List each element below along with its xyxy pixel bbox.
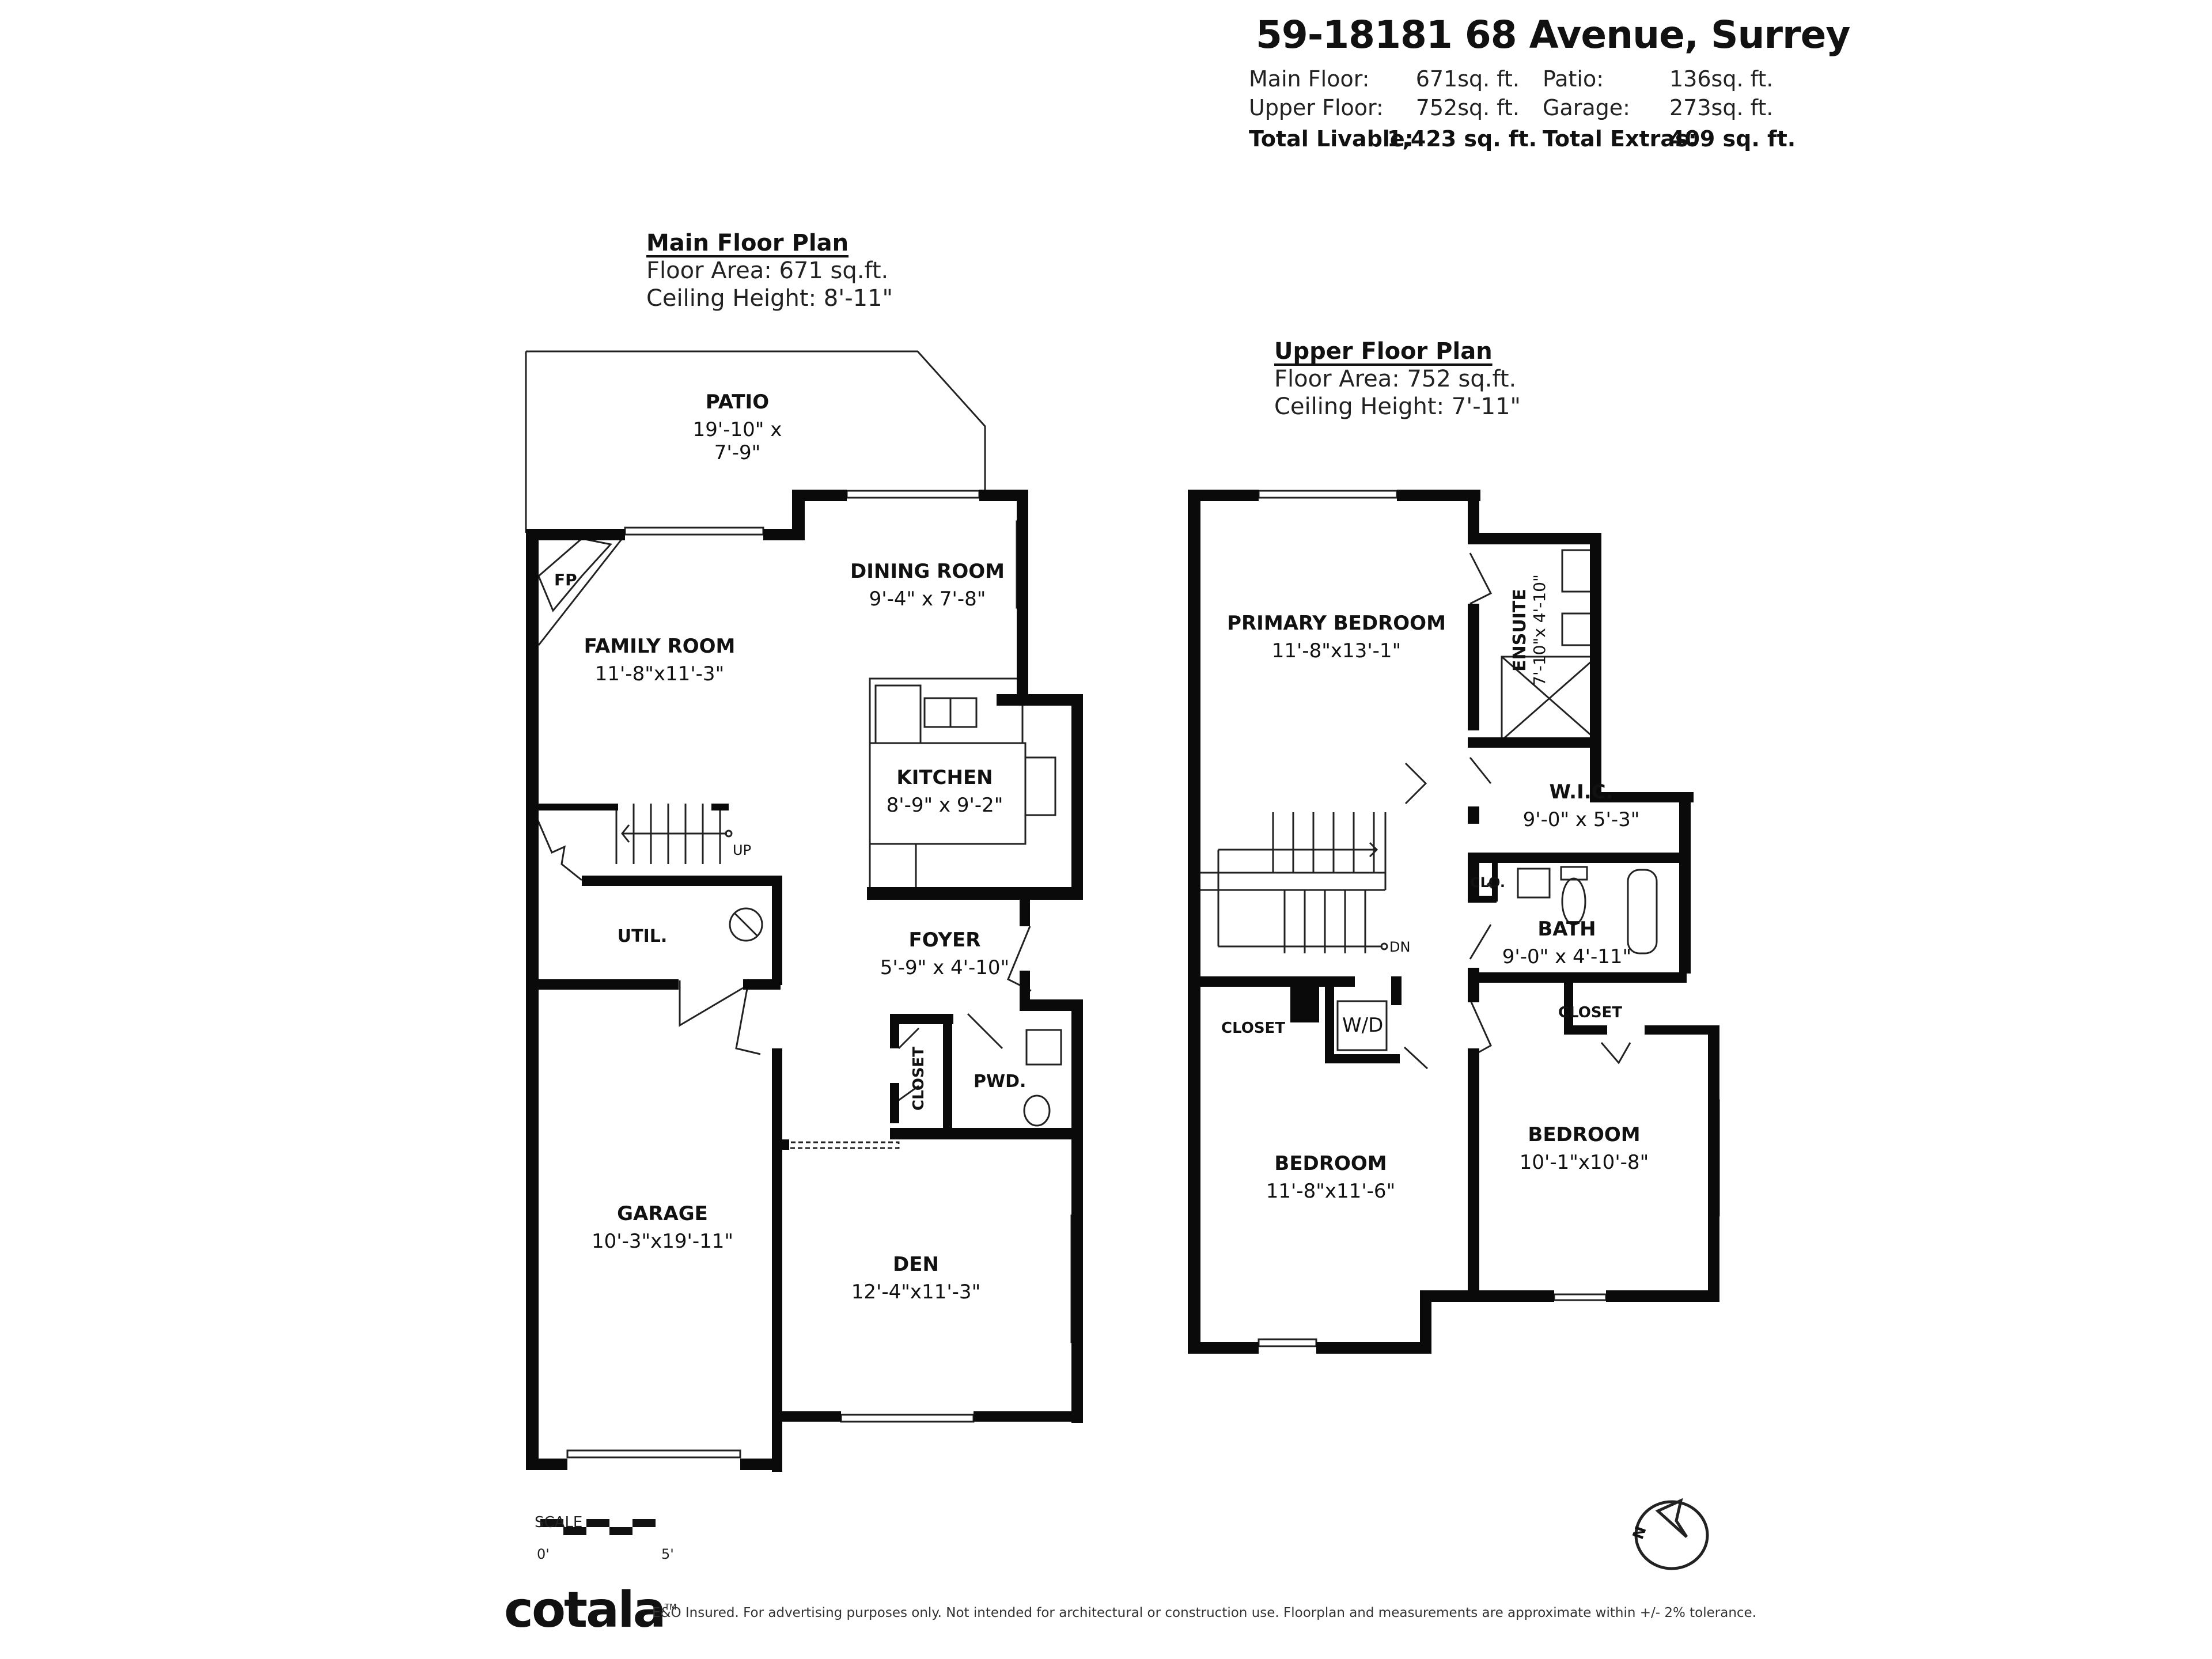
room-den: DEN 12'-4"x11'-3"	[841, 1253, 991, 1304]
upper-floor-label: Upper Floor:	[1249, 95, 1384, 120]
upper-floor-heading-block: Upper Floor Plan Floor Area: 752 sq.ft. …	[1274, 338, 1521, 421]
room-name: CLOSET	[910, 1046, 927, 1111]
main-floor-area: Floor Area: 671 sq.ft.	[646, 257, 889, 284]
garage-door	[566, 1449, 741, 1459]
room-bedroom-2: BEDROOM 10'-1"x10'-8"	[1503, 1123, 1665, 1174]
main-floor-value: 671sq. ft.	[1415, 66, 1520, 92]
room-clo: CLO.	[1470, 874, 1506, 891]
main-floor-heading-block: Main Floor Plan Floor Area: 671 sq.ft. C…	[646, 229, 893, 312]
scale-label: SCALE	[535, 1514, 583, 1531]
room-closet-left: CLOSET	[1221, 1020, 1286, 1037]
room-util: UTIL.	[608, 926, 677, 946]
total-livable-label: Total Livable:	[1249, 126, 1414, 151]
closet-bifold	[1600, 1042, 1631, 1065]
upper-floor-heading: Upper Floor Plan	[1274, 338, 1493, 365]
fireplace-label: FP	[554, 570, 577, 589]
main-stairs	[536, 804, 733, 881]
room-kitchen: KITCHEN 8'-9" x 9'-2"	[876, 766, 1014, 817]
brand-logo: cotalaTM	[504, 1581, 676, 1639]
room-dims: 19'-10" x 7'-9"	[692, 418, 782, 464]
room-dims: 10'-1"x10'-8"	[1519, 1151, 1649, 1174]
fireplace	[537, 537, 612, 612]
scale-max: 5'	[661, 1546, 674, 1562]
room-dims: 9'-4" x 7'-8"	[869, 588, 986, 611]
room-name: PWD.	[974, 1071, 1027, 1092]
room-name: FOYER	[908, 929, 981, 952]
trademark: TM	[664, 1603, 677, 1612]
patio-label: Patio:	[1543, 66, 1604, 92]
room-dims: 11'-8"x13'-1"	[1271, 639, 1402, 662]
room-primary-bedroom: PRIMARY BEDROOM 11'-8"x13'-1"	[1227, 612, 1446, 662]
room-pwd: PWD.	[974, 1071, 1027, 1092]
room-name: DINING ROOM	[850, 560, 1005, 583]
compass-icon	[1634, 1498, 1709, 1570]
brand-name: cotala	[504, 1581, 666, 1639]
room-dims: 10'-3"x19'-11"	[591, 1230, 734, 1253]
upper-floor-ceiling: Ceiling Height: 7'-11"	[1274, 393, 1521, 420]
room-foyer: FOYER 5'-9" x 4'-10"	[878, 929, 1011, 979]
room-name: PATIO	[705, 391, 770, 414]
property-address: 59-18181 68 Avenue, Surrey	[1256, 13, 1850, 57]
stairs-down-label: DN	[1389, 939, 1411, 955]
room-bath: BATH 9'-0" x 4'-11"	[1492, 918, 1642, 968]
primary-window	[1257, 490, 1398, 499]
room-dims: 8'-9" x 9'-2"	[886, 794, 1003, 817]
scale-bar	[540, 1519, 656, 1535]
main-floor-walls	[526, 490, 1083, 1472]
cooktop	[1024, 756, 1056, 816]
room-closet: CLOSET	[910, 1047, 927, 1111]
stairs-up-label: UP	[733, 842, 752, 858]
upper-floor-value: 752sq. ft.	[1415, 95, 1520, 120]
room-name: PRIMARY BEDROOM	[1227, 612, 1446, 635]
room-dining: DINING ROOM 9'-4" x 7'-8"	[841, 560, 1014, 611]
main-floor-ceiling: Ceiling Height: 8'-11"	[646, 285, 893, 312]
room-dims: 11'-8"x11'-3"	[594, 662, 725, 685]
room-name: BEDROOM	[1274, 1152, 1387, 1175]
bedroom2-bottom-window	[1553, 1293, 1607, 1301]
room-name: GARAGE	[617, 1202, 708, 1225]
room-name: W.I.C.	[1549, 781, 1613, 804]
room-dims: 11'-8"x11'-6"	[1266, 1180, 1396, 1203]
main-floor-label: Main Floor:	[1249, 66, 1370, 92]
room-closet-right: CLOSET	[1558, 1004, 1623, 1021]
room-patio: PATIO 19'-10" x 7'-9"	[680, 391, 795, 464]
room-bedroom-1: BEDROOM 11'-8"x11'-6"	[1244, 1152, 1417, 1203]
upper-floor-area: Floor Area: 752 sq.ft.	[1274, 366, 1517, 392]
dining-window	[846, 490, 980, 499]
room-name: ENSUITE	[1510, 589, 1530, 672]
room-wic: W.I.C. 9'-0" x 5'-3"	[1509, 781, 1653, 831]
washer-dryer	[1336, 1000, 1388, 1051]
water-heater-icon	[729, 907, 763, 942]
patio-slider	[624, 527, 764, 536]
scale-min: 0'	[537, 1546, 550, 1562]
main-floor-heading: Main Floor Plan	[646, 230, 849, 256]
room-name: UTIL.	[617, 926, 668, 946]
room-name: BATH	[1537, 918, 1596, 941]
room-garage: GARAGE 10'-3"x19'-11"	[582, 1202, 743, 1253]
upper-floor-walls	[1188, 490, 1719, 1354]
patio-outline	[526, 350, 986, 497]
bedroom1-window	[1257, 1338, 1317, 1347]
total-livable-value: 1,423 sq. ft.	[1387, 126, 1537, 151]
room-ensuite: ENSUITE 7'-10"x 4'-10"	[1510, 573, 1549, 688]
room-wd: W/D	[1342, 1014, 1384, 1037]
room-name: FAMILY ROOM	[584, 635, 736, 658]
room-dims: 9'-0" x 4'-11"	[1502, 945, 1632, 968]
den-bottom-window	[840, 1414, 975, 1423]
room-name: BEDROOM	[1528, 1123, 1641, 1146]
den-opening	[782, 1141, 900, 1149]
room-family: FAMILY ROOM 11'-8"x11'-3"	[576, 635, 743, 685]
garage-label: Garage:	[1543, 95, 1630, 120]
disclaimer-text: E&O Insured. For advertising purposes on…	[652, 1605, 1757, 1620]
room-dims: 7'-10"x 4'-10"	[1530, 574, 1549, 686]
room-dims: 5'-9" x 4'-10"	[880, 956, 1010, 979]
room-name: KITCHEN	[896, 766, 993, 789]
room-dims: 12'-4"x11'-3"	[851, 1281, 981, 1304]
kitchen-upper-counter	[869, 677, 1024, 744]
bathtub	[1627, 869, 1658, 955]
room-dims: 9'-0" x 5'-3"	[1522, 808, 1640, 831]
upper-stairs	[1198, 812, 1388, 953]
room-name: DEN	[893, 1253, 939, 1276]
